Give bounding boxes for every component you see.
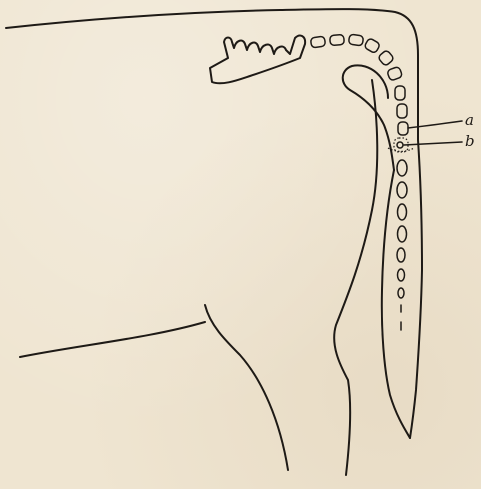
tail-vertebra-2 (397, 182, 407, 198)
tail-root-inner-outline (343, 65, 394, 170)
label-a: a (465, 111, 474, 129)
caudal-vertebra-4 (364, 38, 381, 54)
thigh-rear-outline (334, 80, 377, 475)
caudal-vertebra-5 (378, 50, 395, 67)
tail-vertebra-7 (398, 288, 404, 298)
caudal-vertebra-9 (398, 122, 408, 135)
leader-line-a (408, 121, 462, 128)
caudal-vertebra-2 (330, 35, 345, 46)
caudal-vertebra-6 (387, 66, 403, 81)
hind-leg-outline (205, 305, 288, 470)
leader-line-b (404, 142, 462, 145)
label-b: b (465, 132, 475, 150)
caudal-vertebra-7 (395, 86, 405, 100)
tail-vertebra-3 (398, 204, 407, 220)
back-outline (6, 9, 418, 115)
sacrum-bone (210, 36, 305, 84)
tail-outer-outline (410, 115, 422, 438)
tail-vertebra-5 (397, 248, 405, 262)
caudal-vertebra-1 (310, 36, 325, 48)
tail-vertebra-6 (398, 269, 405, 281)
tail-vertebra-4 (398, 226, 407, 242)
belly-outline (20, 322, 205, 357)
caudal-vertebra-8 (397, 104, 407, 118)
cut-vertebra-center (397, 142, 403, 148)
caudal-vertebra-3 (348, 34, 363, 46)
tail-vertebra-1 (397, 160, 407, 176)
